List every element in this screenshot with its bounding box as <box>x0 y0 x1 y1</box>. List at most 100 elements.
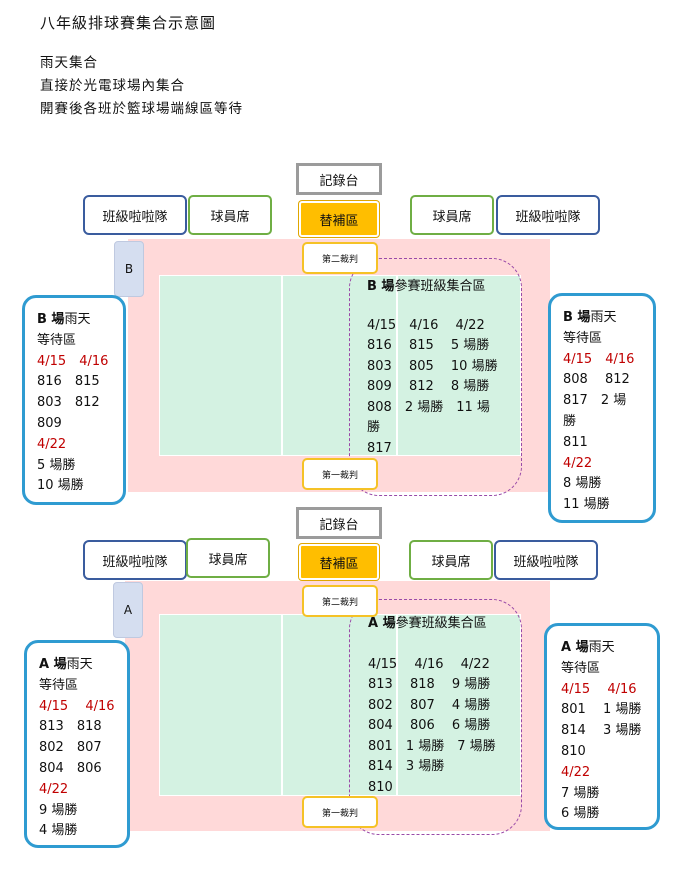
wait-line: 810 <box>561 743 586 759</box>
wait-line: 816 815 <box>37 374 100 390</box>
court-b-gather-zone <box>349 258 522 496</box>
wait-heading-rest: 雨天 <box>64 312 91 327</box>
wait-heading-bold: B 場 <box>563 310 591 325</box>
court-a-first-referee: 第一裁判 <box>302 796 378 828</box>
wait-heading: A 場雨天 <box>39 655 127 676</box>
notes: 雨天集合 直接於光電球場內集合 開賽後各班於籃球場端線區等待 <box>40 52 243 121</box>
wait-line: 11 場勝 <box>563 497 610 513</box>
wait-line: 8 場勝 <box>563 476 602 492</box>
wait-line: 809 <box>37 415 62 431</box>
player-bench-b-left: 球員席 <box>188 195 272 235</box>
wait-subheading: 等待區 <box>563 330 603 346</box>
wait-line: 813 818 <box>39 719 102 735</box>
wait-line: 9 場勝 <box>39 802 78 818</box>
wait-line: 4 場勝 <box>39 823 78 839</box>
wait-heading-bold: B 場 <box>37 312 65 327</box>
note-line: 開賽後各班於籃球場端線區等待 <box>40 101 243 117</box>
gather-line: 4/15 4/16 4/22 <box>367 317 485 333</box>
gather-heading: A 場參賽班級集合區 <box>368 614 496 635</box>
cheer-area-a-left: 班級啦啦隊 <box>83 540 187 580</box>
court-a-left-waiting-area: A 場雨天 等待區 4/15 4/16 813 818 802 807 804 … <box>24 640 130 848</box>
note-line: 直接於光電球場內集合 <box>40 78 185 94</box>
gather-line: 801 1 場勝 7 場勝 <box>368 738 496 754</box>
wait-line: 801 1 場勝 <box>561 702 642 718</box>
court-a-tag: A <box>113 582 143 638</box>
wait-date2: 4/22 <box>37 436 67 452</box>
player-bench-a-right: 球員席 <box>409 540 493 580</box>
cheer-area-a-right: 班級啦啦隊 <box>494 540 598 580</box>
wait-subheading: 等待區 <box>39 677 79 693</box>
wait-dates: 4/15 4/16 <box>39 698 115 714</box>
wait-date2: 4/22 <box>563 455 593 471</box>
record-table-a: 記錄台 <box>296 507 382 539</box>
wait-line: 803 812 <box>37 395 100 411</box>
wait-heading-bold: A 場 <box>39 657 67 672</box>
gather-line: 802 807 4 場勝 <box>368 697 491 713</box>
gather-line: 808 2 場勝 11 場 <box>367 399 490 415</box>
wait-dates: 4/15 4/16 <box>561 681 637 697</box>
record-table-b: 記錄台 <box>296 163 382 195</box>
court-b-attack-line <box>396 276 398 455</box>
wait-dates: 4/15 4/16 <box>37 353 109 369</box>
substitute-area-b: 替補區 <box>299 201 379 237</box>
player-bench-b-right: 球員席 <box>410 195 494 235</box>
wait-line: 811 <box>563 434 588 450</box>
wait-line: 808 812 <box>563 372 630 388</box>
wait-line: 802 807 <box>39 740 102 756</box>
wait-subheading: 等待區 <box>37 332 77 348</box>
wait-heading: B 場雨天 <box>563 308 653 329</box>
gather-line: 817 <box>367 440 392 456</box>
court-b-attack-line <box>281 276 283 455</box>
gather-line: 814 3 場勝 <box>368 759 445 774</box>
wait-subheading: 等待區 <box>561 660 601 676</box>
wait-date2: 4/22 <box>39 781 69 797</box>
gather-line: 803 805 10 場勝 <box>367 358 498 374</box>
wait-line: 5 場勝 <box>37 457 76 473</box>
court-a-attack-line <box>396 615 398 795</box>
court-b <box>159 275 521 456</box>
wait-heading-rest: 雨天 <box>590 310 617 325</box>
gather-heading-bold: A 場 <box>368 616 396 631</box>
court-b-left-waiting-area: B 場雨天 等待區 4/15 4/16 816 815 803 812 809 … <box>22 295 126 505</box>
spacer <box>368 635 496 655</box>
substitute-area-a: 替補區 <box>299 544 379 580</box>
cheer-area-b-left: 班級啦啦隊 <box>83 195 187 235</box>
gather-heading-rest: 參賽班級集合區 <box>394 279 486 294</box>
wait-heading-bold: A 場 <box>561 640 589 655</box>
court-a-gather-list: A 場參賽班級集合區 4/15 4/16 4/22 813 818 9 場勝 8… <box>368 614 496 798</box>
wait-line: 7 場勝 <box>561 785 600 801</box>
court-b-right-waiting-area: B 場雨天 等待區 4/15 4/16 808 812 817 2 場 勝 81… <box>548 293 656 523</box>
player-bench-a-left: 球員席 <box>186 538 270 578</box>
wait-heading-rest: 雨天 <box>66 657 93 672</box>
gather-line: 809 812 8 場勝 <box>367 379 490 394</box>
wait-line: 814 3 場勝 <box>561 723 642 739</box>
gather-heading-rest: 參賽班級集合區 <box>395 616 487 631</box>
wait-line: 勝 <box>563 413 577 429</box>
court-b-gather-list: B 場參賽班級集合區 4/15 4/16 4/22 816 815 5 場勝 8… <box>367 277 498 459</box>
court-b-first-referee: 第一裁判 <box>302 458 378 490</box>
gather-line: 勝 <box>367 420 381 435</box>
court-b-second-referee: 第二裁判 <box>302 242 378 274</box>
wait-date2: 4/22 <box>561 764 591 780</box>
wait-heading: A 場雨天 <box>561 638 657 659</box>
gather-line: 813 818 9 場勝 <box>368 677 491 692</box>
gather-line: 4/15 4/16 4/22 <box>368 656 490 672</box>
wait-heading: B 場雨天 <box>37 310 123 331</box>
gather-line: 804 806 6 場勝 <box>368 718 491 733</box>
note-line: 雨天集合 <box>40 55 98 71</box>
court-a-gather-zone <box>349 599 522 835</box>
wait-line: 6 場勝 <box>561 806 600 822</box>
wait-line: 804 806 <box>39 760 102 776</box>
gather-line: 816 815 5 場勝 <box>367 338 490 353</box>
page-title: 八年級排球賽集合示意圖 <box>40 14 217 32</box>
court-a <box>159 614 521 796</box>
court-a-attack-line <box>281 615 283 795</box>
spacer <box>367 298 498 316</box>
wait-line: 817 2 場 <box>563 393 627 409</box>
court-b-tag: B <box>114 241 144 297</box>
gather-line: 810 <box>368 779 393 795</box>
wait-dates: 4/15 4/16 <box>563 351 635 367</box>
cheer-area-b-right: 班級啦啦隊 <box>496 195 600 235</box>
gather-heading: B 場參賽班級集合區 <box>367 277 498 298</box>
wait-line: 10 場勝 <box>37 478 84 494</box>
